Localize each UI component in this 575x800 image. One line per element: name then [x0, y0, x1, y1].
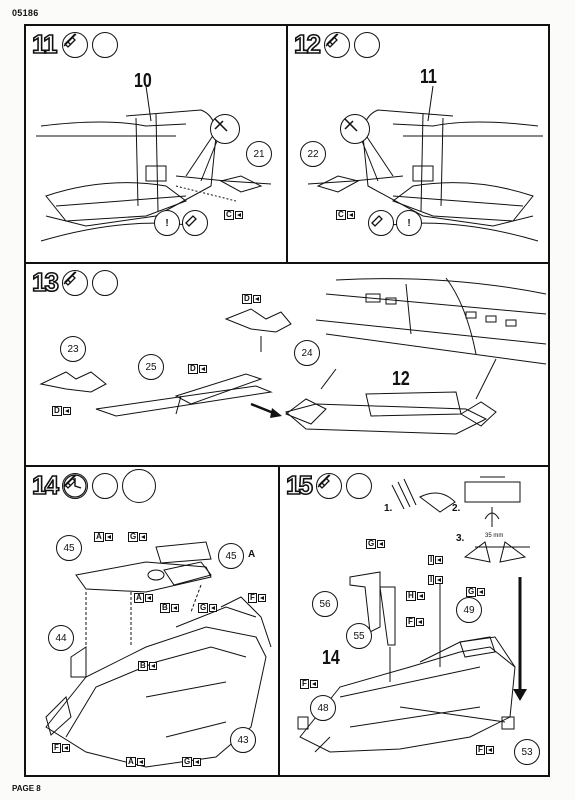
sprue-tag: A: [94, 532, 113, 542]
sprue-tag: F: [406, 617, 424, 627]
glue-icon: [182, 210, 208, 236]
step-number: 14: [31, 470, 60, 500]
sprue-tag: I: [428, 555, 444, 565]
reference-number: 12: [392, 368, 410, 390]
sprue-tag: H: [406, 591, 425, 601]
paint-brush-icon: [63, 32, 118, 58]
substep-label: 1.: [384, 503, 393, 514]
sprue-tag: A: [126, 757, 145, 767]
sprue-tag: I: [428, 575, 444, 585]
sprue-tag: G: [182, 757, 202, 767]
glue-icon: [324, 32, 350, 58]
no-glue-icon: [340, 114, 370, 144]
part-number: 25: [138, 354, 164, 380]
part-number: 48: [310, 695, 336, 721]
paint-brush-icon: [63, 473, 118, 499]
part-number: 44: [48, 625, 74, 651]
part-number: 23: [60, 336, 86, 362]
step-number: 11: [31, 29, 58, 59]
sprue-tag: B: [160, 603, 179, 613]
sprue-tag: C: [336, 210, 355, 220]
sprue-tag: D: [242, 294, 261, 304]
part-number: 45: [56, 535, 82, 561]
step-12-panel: 12 11 22 C !: [286, 24, 550, 264]
step-13-drawing: [39, 277, 547, 435]
sprue-tag: F: [476, 745, 494, 755]
no-glue-icon: [210, 114, 240, 144]
step-number: 15: [285, 470, 314, 500]
part-number: 49: [456, 597, 482, 623]
part-number: 43: [230, 727, 256, 753]
step-15-panel: 15 1. 2. 3. 35 mm 14 56 55 49 48 53 G I …: [278, 465, 550, 777]
part-number: 24: [294, 340, 320, 366]
sprue-tag: A: [134, 593, 153, 603]
part-number: 53: [514, 739, 540, 765]
paint-brush-icon: [317, 473, 372, 499]
step-15-drawing: [297, 476, 530, 753]
sprue-tag: D: [188, 364, 207, 374]
warning-icon: !: [396, 210, 422, 236]
sprue-tag: F: [248, 593, 266, 603]
clock-icon: [63, 469, 156, 503]
part-number: 22: [300, 141, 326, 167]
substep-label: 3.: [456, 533, 465, 544]
part-variant-label: A: [248, 549, 256, 560]
glue-icon: [62, 270, 88, 296]
glue-icon: [316, 473, 342, 499]
step-11-drawing: [36, 85, 272, 242]
sprue-tag: G: [366, 539, 386, 549]
paint-brush-icon: [325, 32, 380, 58]
step-11-panel: 11 10 21 C !: [24, 24, 290, 264]
page-number: PAGE 8: [12, 784, 41, 793]
reference-number: 11: [420, 66, 437, 88]
sprue-tag: D: [52, 406, 71, 416]
part-number: 56: [312, 591, 338, 617]
sprue-tag: F: [52, 743, 70, 753]
sprue-tag: F: [300, 679, 318, 689]
step-13-panel: 13 12 23 25 24 D D D: [24, 262, 550, 467]
sprue-tag: G: [198, 603, 218, 613]
step-number: 12: [293, 29, 322, 59]
step-number: 13: [31, 267, 60, 297]
reference-number: 10: [134, 70, 152, 92]
step-14-drawing: [45, 541, 272, 768]
page-code: 05186: [12, 8, 39, 18]
part-number: 21: [246, 141, 272, 167]
part-number: 45: [218, 543, 244, 569]
sprue-tag: B: [138, 661, 157, 671]
reference-number: 14: [322, 647, 340, 669]
sprue-tag: C: [224, 210, 243, 220]
sprue-tag: G: [466, 587, 486, 597]
warning-icon: !: [154, 210, 180, 236]
glue-icon: [62, 32, 88, 58]
glue-icon: [368, 210, 394, 236]
part-number: 55: [346, 623, 372, 649]
paint-brush-icon: [63, 270, 118, 296]
substep-label: 2.: [452, 503, 461, 514]
sprue-tag: G: [128, 532, 148, 542]
step-14-panel: 14 45 45 A 44 43 A G A B G F B F A G: [24, 465, 280, 777]
measurement-label: 35 mm: [485, 533, 504, 539]
